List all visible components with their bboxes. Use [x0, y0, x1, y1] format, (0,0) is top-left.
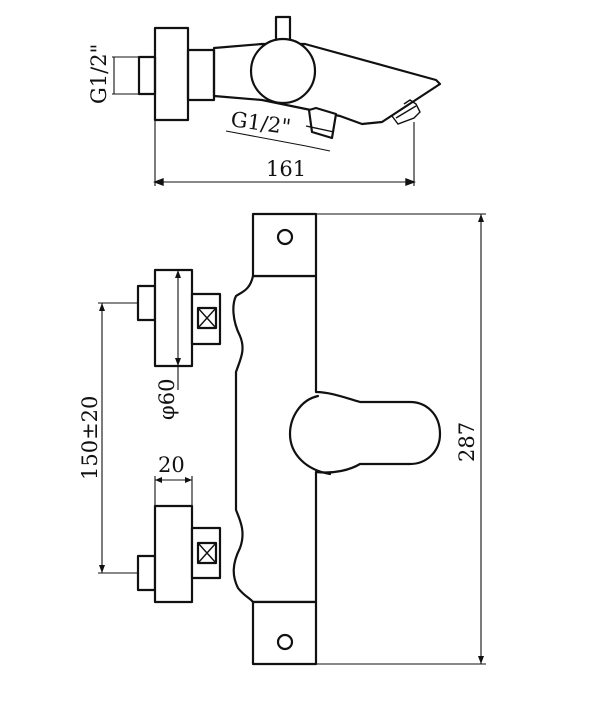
top-inlet-stub: [137, 55, 157, 96]
front-body: [232, 274, 442, 604]
top-flange: [153, 26, 190, 122]
top-outlet-connector: [307, 106, 338, 140]
top-connector: [186, 48, 216, 102]
top-width-label: 161: [266, 157, 306, 181]
front-upper-flange: [153, 268, 194, 368]
front-lower-flange: [153, 504, 194, 604]
front-top-screw: [276, 228, 294, 246]
front-upper-hex: [196, 306, 218, 330]
front-diameter-label: φ60: [155, 379, 179, 420]
top-inlet-thread-label: G1/2": [87, 44, 111, 104]
front-spacing-label: 150±20: [78, 396, 102, 480]
front-length-label: 287: [455, 422, 479, 462]
top-outlet-thread-label: G1/2": [229, 107, 292, 139]
top-handle-circle: [249, 37, 317, 105]
front-view: φ60 20 150±20 287: [78, 212, 486, 666]
front-bottom-screw: [276, 633, 294, 651]
front-spout-lip: [288, 394, 332, 476]
top-diverter-stem: [274, 15, 292, 43]
front-lower-inlet-stub: [136, 554, 157, 592]
front-upper-inlet-stub: [136, 284, 157, 322]
top-spout-tip: [391, 99, 421, 125]
front-bottom-cap: [251, 600, 318, 666]
top-outlet-connector-line: [305, 125, 335, 133]
top-view: G1/2" G1/2" 161: [87, 15, 442, 187]
front-lower-hex: [196, 541, 218, 565]
front-depth-label: 20: [158, 453, 185, 477]
